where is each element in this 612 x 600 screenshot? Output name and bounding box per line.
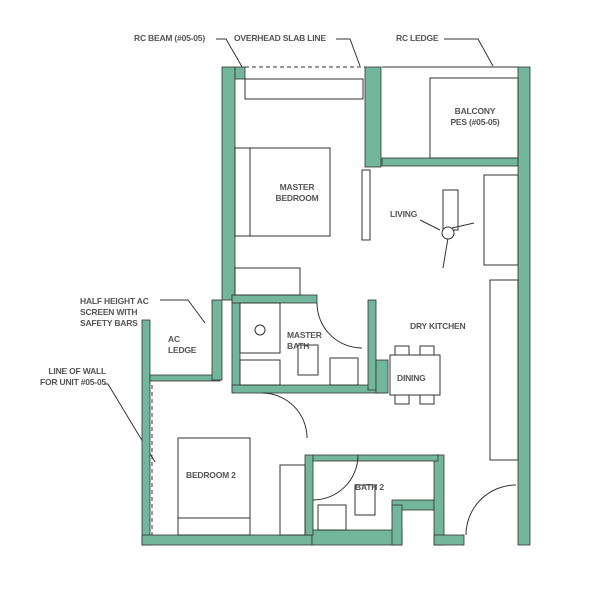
mb-text-2: BEDROOM: [275, 193, 319, 203]
label-overhead-slab: OVERHEAD SLAB LINE: [234, 33, 326, 43]
low-1: LINE OF WALL: [48, 366, 106, 376]
basin: [329, 357, 359, 386]
label-dry-kitchen: DRY KITCHEN: [410, 321, 466, 331]
door-swing: [261, 392, 308, 439]
label-rc-ledge: RC LEDGE: [396, 33, 439, 43]
label-bath-2: BATH 2: [355, 482, 384, 492]
balcony-text: BALCONY: [454, 106, 496, 116]
sofa: [483, 174, 519, 266]
low-2: FOR UNIT #05-05: [40, 377, 106, 387]
mbath-2: BATH: [287, 341, 310, 351]
wardrobe-2: [279, 464, 306, 536]
balcony-pes-text: PES (#05-05): [450, 117, 500, 127]
hh-2: SCREEN WITH: [80, 307, 138, 317]
mb-text-1: MASTER: [279, 182, 315, 192]
toilet: [297, 344, 319, 376]
coffee-table: [442, 189, 459, 231]
kitchen-counter: [489, 279, 519, 461]
ac-1: AC: [168, 334, 180, 344]
label-dining: DINING: [397, 373, 426, 383]
mbath-1: MASTER: [287, 330, 322, 340]
label-rc-beam: RC BEAM (#05-05): [134, 33, 205, 43]
label-living: LIVING: [390, 209, 418, 219]
master-bed: [249, 147, 331, 237]
label-bedroom-2: BEDROOM 2: [186, 470, 236, 480]
ceiling-fan-icon: [419, 219, 475, 269]
walls: [141, 66, 531, 546]
furniture: [177, 77, 519, 536]
hh-1: HALF HEIGHT AC: [80, 296, 149, 306]
master-wardrobe: [234, 267, 301, 296]
leader-lines: [104, 38, 494, 463]
entrance-door-swing: [465, 484, 517, 536]
ac-2: LEDGE: [168, 345, 197, 355]
shower: [239, 359, 281, 386]
dining-table: [389, 354, 441, 396]
hh-3: SAFETY BARS: [80, 318, 138, 328]
